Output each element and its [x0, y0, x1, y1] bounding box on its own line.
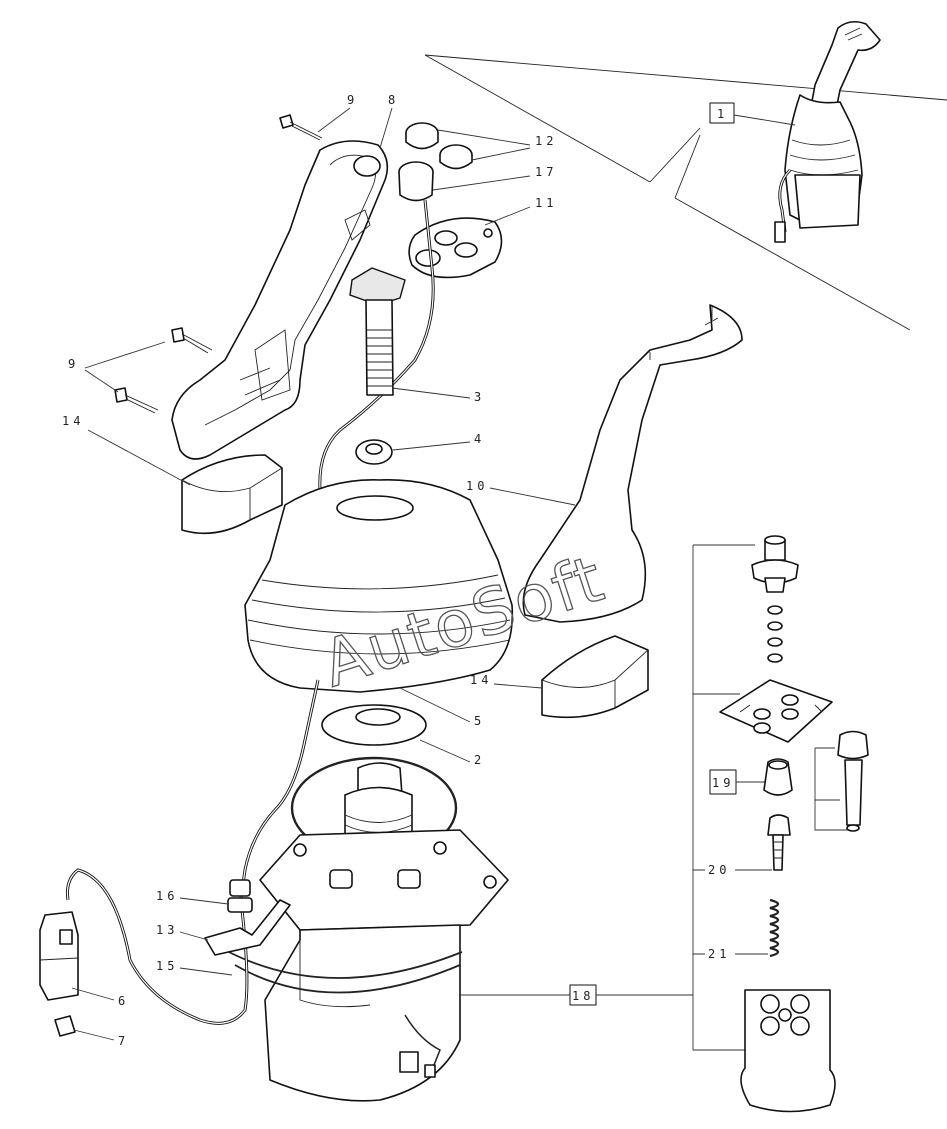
callout-18: 18	[569, 984, 597, 1006]
part-18-bracket-lines	[460, 544, 855, 1051]
callout-20-label: 20	[708, 863, 730, 877]
part-14-pad-left	[181, 454, 283, 535]
part-10-handle-half	[522, 304, 743, 623]
part-5-boot	[244, 479, 514, 693]
callout-14a-label: 14	[62, 414, 84, 428]
part-6-connector	[39, 911, 79, 1001]
base-unit	[224, 762, 509, 1102]
callout-16-label: 16	[156, 889, 178, 903]
callout-21-label: 21	[708, 947, 730, 961]
part-13-bracket	[204, 899, 291, 956]
part-3-bolt	[349, 267, 406, 396]
inset-assembled-joystick	[424, 20, 947, 331]
callout-17-label: 17	[535, 165, 557, 179]
callout-6-label: 6	[118, 994, 129, 1008]
callout-1-label: 1	[717, 107, 728, 121]
part-8-handle-half	[171, 140, 389, 460]
part-14-pad-right	[541, 635, 649, 719]
callout-2-label: 2	[474, 753, 485, 767]
part-12-caps	[405, 122, 473, 170]
callout-8-label: 8	[388, 93, 399, 107]
part-11-button-plate	[408, 217, 503, 279]
callout-9a-label: 9	[347, 93, 358, 107]
callout-3-label: 3	[474, 390, 485, 404]
callout-19-label: 19	[712, 776, 734, 790]
callout-19: 19	[709, 769, 765, 795]
callout-1: 1	[709, 102, 796, 126]
callout-14b-label: 14	[470, 673, 492, 687]
part-16-clip	[227, 879, 253, 913]
callout-11-label: 11	[535, 196, 557, 210]
part-2-washer	[321, 704, 427, 746]
callout-12-label: 12	[535, 134, 557, 148]
part-7-clip	[54, 1015, 76, 1037]
right-column-parts	[719, 535, 869, 1113]
callout-9b-label: 9	[68, 357, 79, 371]
callout-18-label: 18	[572, 989, 594, 1003]
callout-10-label: 10	[466, 479, 488, 493]
part-4-nut	[355, 439, 393, 465]
callout-7-label: 7	[118, 1034, 129, 1048]
callout-4-label: 4	[474, 432, 485, 446]
callout-15-label: 15	[156, 959, 178, 973]
callout-13-label: 13	[156, 923, 178, 937]
callout-5-label: 5	[474, 714, 485, 728]
part-17-button	[398, 161, 434, 202]
